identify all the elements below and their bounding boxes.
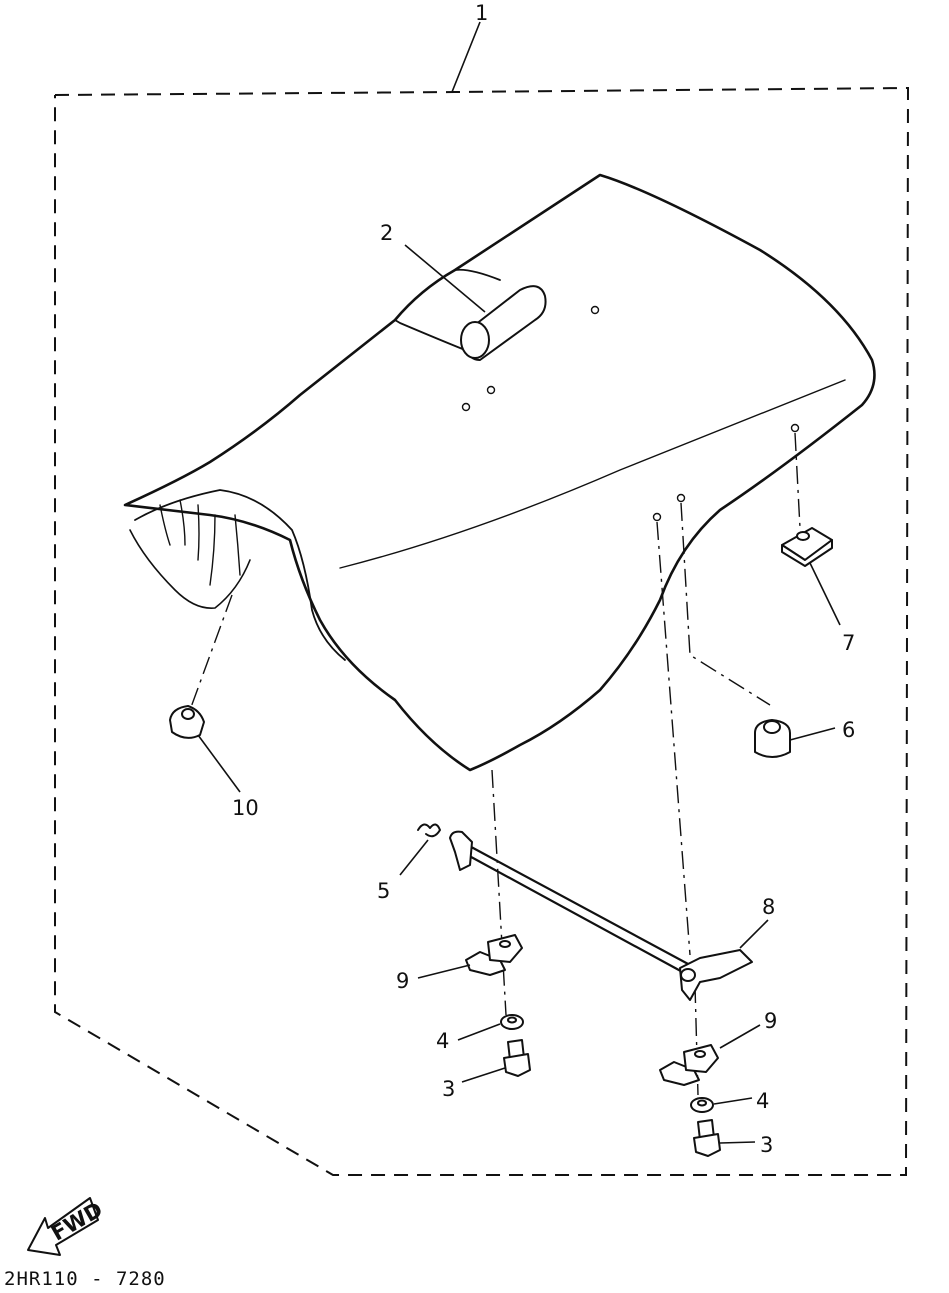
assembly-boundary xyxy=(54,86,910,1176)
part-6-damper xyxy=(754,719,791,758)
leader-7 xyxy=(809,562,841,626)
callout-8: 8 xyxy=(762,895,775,919)
fwd-label: FWD xyxy=(47,1197,107,1245)
part-2-strap xyxy=(460,285,547,361)
leader-1 xyxy=(451,21,481,93)
leader-6 xyxy=(789,727,836,741)
callout-7: 7 xyxy=(842,631,855,655)
leader-9b xyxy=(719,1024,761,1049)
part-4-washer-left xyxy=(500,1014,524,1030)
phantom-line-9a xyxy=(491,769,507,1016)
part-9-bracket-right xyxy=(659,1044,719,1086)
leader-4b xyxy=(713,1097,753,1105)
part-8-seat-lock-rod xyxy=(449,830,753,1001)
part-9-bracket-left xyxy=(465,934,523,976)
leader-2 xyxy=(404,244,486,313)
phantom-line-7 xyxy=(794,432,801,529)
callout-9b: 9 xyxy=(764,1009,777,1033)
part-4-washer-right xyxy=(690,1097,714,1113)
callout-4a: 4 xyxy=(436,1029,449,1053)
callout-6: 6 xyxy=(842,718,855,742)
part-7-clip-nut xyxy=(781,527,833,567)
fwd-arrow-icon: FWD xyxy=(27,1197,107,1256)
phantom-line-10 xyxy=(189,594,233,711)
leader-8 xyxy=(739,919,769,949)
part-10-damper xyxy=(169,705,205,739)
callout-9a: 9 xyxy=(396,969,409,993)
callout-3a: 3 xyxy=(442,1077,455,1101)
seat-body xyxy=(123,173,876,772)
callout-10: 10 xyxy=(232,796,259,820)
leader-5 xyxy=(399,839,429,876)
part-5-spring xyxy=(417,823,441,838)
diagram-code: 2HR110 - 7280 xyxy=(4,1268,166,1290)
phantom-line-8 xyxy=(656,521,691,956)
callout-3b: 3 xyxy=(760,1133,773,1157)
part-3-bolt-left xyxy=(503,1039,531,1077)
leader-3a xyxy=(461,1067,506,1083)
callout-5: 5 xyxy=(377,879,390,903)
callout-2: 2 xyxy=(380,221,393,245)
phantom-line-6 xyxy=(680,502,771,706)
callout-1: 1 xyxy=(475,1,488,25)
part-3-bolt-right xyxy=(693,1119,721,1157)
leader-9a xyxy=(417,964,471,979)
callout-4b: 4 xyxy=(756,1089,769,1113)
leader-4a xyxy=(457,1023,501,1041)
leader-10 xyxy=(197,734,241,793)
leader-3b xyxy=(719,1141,756,1144)
